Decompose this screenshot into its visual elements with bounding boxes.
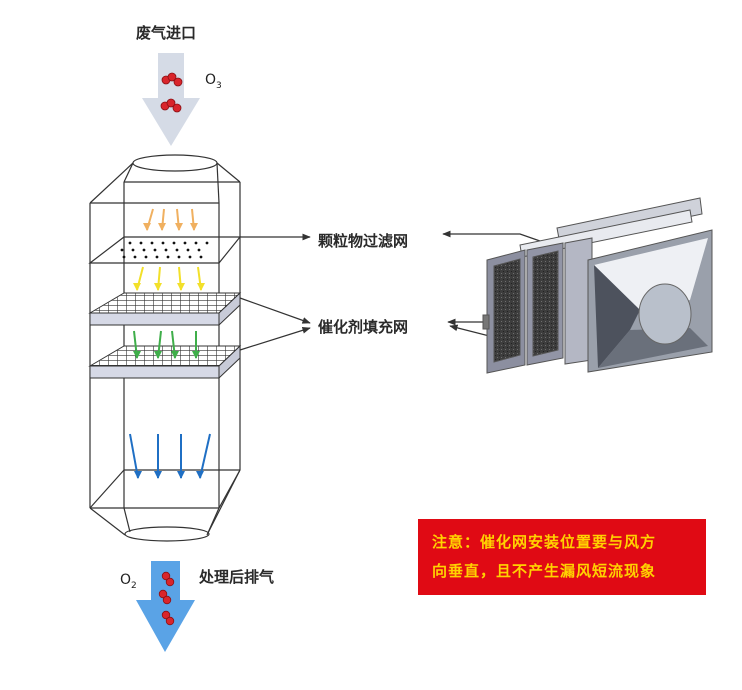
ozone-molecule [160,98,182,113]
particle-dot [161,241,165,245]
particle-dot [205,241,209,245]
particle-dot [186,248,190,252]
particle-dot [139,241,143,245]
flow-arrowhead [158,223,166,231]
flow-arrowhead [175,223,183,231]
flow-arrowhead [177,471,185,479]
particle-dot [175,248,179,252]
flow-arrowhead [154,471,162,479]
catalyst-mesh-lower [88,344,242,380]
particle-dot [133,255,137,259]
outlet-gas-symbol: O [120,572,132,588]
particle-dot [197,248,201,252]
filter-unit-illustration [482,197,713,374]
oxygen-molecule [161,571,175,587]
outlet-label: 处理后排气 [199,568,275,586]
particle-dot [183,241,187,245]
particle-dot [164,248,168,252]
callout-particle-filter: 颗粒物过滤网 [318,232,409,250]
particle-dot [153,248,157,252]
particle-dot [177,255,181,259]
flow-arrowhead [196,471,204,479]
particle-dot [155,255,159,259]
particle-dot [199,255,203,259]
flow-arrowhead [192,351,200,359]
particle-dot [128,241,132,245]
outlet-arrow [136,561,195,652]
flow-arrowhead [197,283,205,291]
particle-dots [120,241,209,259]
flow-arrowhead [134,471,142,479]
oxygen-molecule [161,610,175,626]
particle-dot [194,241,198,245]
ozone-molecule [161,72,183,87]
flow-arrowhead [154,283,162,291]
flow-arrowhead [171,351,179,359]
flow-arrowhead [143,223,151,231]
flow-arrow [199,433,211,479]
notice-box: 注意：催化网安装位置要与风方 向垂直，且不产生漏风短流现象 [418,519,706,595]
flow-arrowhead [133,351,141,359]
outlet-gas-subscript: 2 [131,580,137,591]
particle-dot [188,255,192,259]
particle-dot [142,248,146,252]
reactor-tower [88,154,242,542]
inlet-gas-label: O3 [205,72,222,91]
flow-arrowhead [154,351,162,359]
particle-dot [122,255,126,259]
flow-arrowhead [177,283,185,291]
inlet-label: 废气进口 [136,24,197,42]
inlet-gas-subscript: 3 [216,80,222,91]
airflow-arrows [129,208,211,479]
particle-dot [150,241,154,245]
catalyst-mesh-upper [88,291,242,327]
particle-dot [131,248,135,252]
notice-line-2: 向垂直，且不产生漏风短流现象 [432,562,657,580]
particle-dot [144,255,148,259]
oxygen-molecule [158,589,172,605]
notice-line-1: 注意：催化网安装位置要与风方 [432,533,657,551]
flow-arrowhead [190,223,198,231]
particle-dot [172,241,176,245]
particle-dot [120,248,124,252]
callout-catalyst-mesh: 催化剂填充网 [318,318,409,336]
inlet-gas-symbol: O [205,72,217,88]
outlet-gas-label: O2 [120,572,137,591]
flow-arrowhead [133,283,141,291]
particle-dot [166,255,170,259]
flow-arrow [129,433,139,479]
